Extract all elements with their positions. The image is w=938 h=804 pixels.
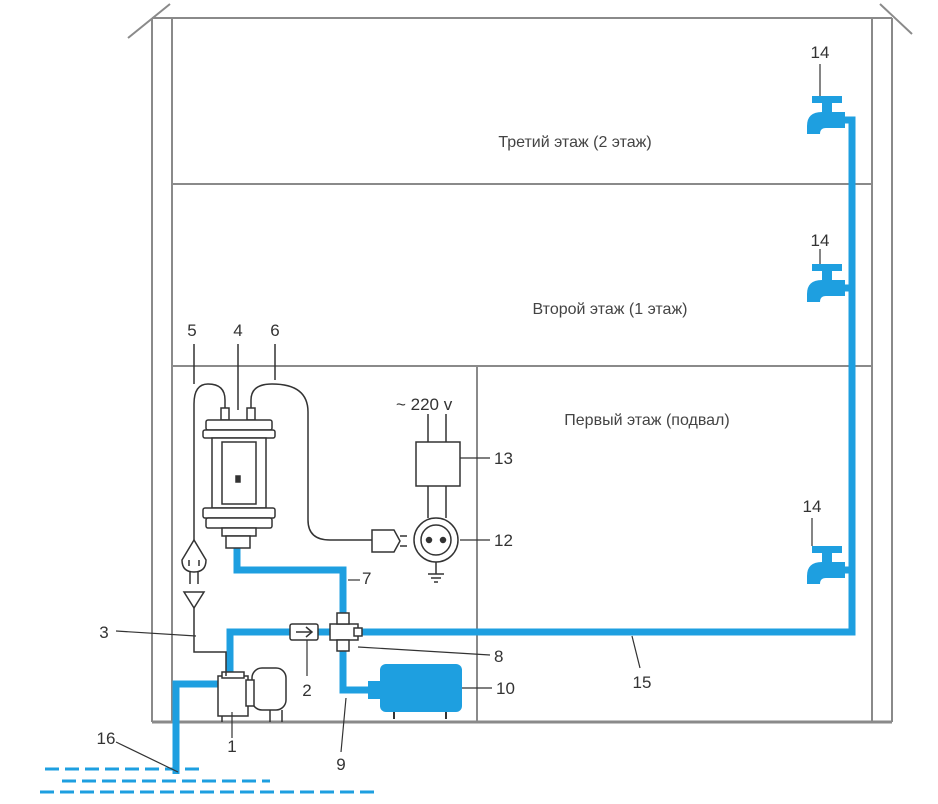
hydro-accumulator-icon: [368, 664, 462, 719]
electrical-wires: [193, 344, 447, 676]
water-source: [40, 767, 375, 794]
check-valve-icon: [289, 623, 319, 641]
tap-middle-icon: [807, 264, 845, 302]
socket-icon: [413, 517, 459, 583]
callout-7: 7: [362, 569, 371, 588]
callout-10: 10: [496, 679, 515, 698]
pressure-plug-icon: [181, 538, 207, 610]
cross-fitting-icon: [329, 612, 363, 652]
floor-label-third: Третий этаж (2 этаж): [498, 134, 651, 151]
tap-upper-icon: [807, 96, 845, 134]
callout-8: 8: [494, 647, 503, 666]
callout-13: 13: [494, 449, 513, 468]
control-tank-icon: [202, 407, 276, 549]
pump-outlet-pipe: [226, 628, 290, 676]
callout-16: 16: [97, 729, 116, 748]
callout-3: 3: [99, 623, 108, 642]
wire-3: [193, 600, 227, 676]
floor-label-first: Первый этаж (подвал): [564, 412, 729, 429]
voltage-label: ~ 220 v: [396, 395, 453, 414]
callout-1: 1: [227, 737, 236, 756]
plug-icon: [371, 529, 407, 553]
callout-14-middle: 14: [811, 231, 830, 250]
callout-4: 4: [233, 321, 242, 340]
callout-5: 5: [187, 321, 196, 340]
tap-lower-icon: [807, 546, 845, 584]
callout-12: 12: [494, 531, 513, 550]
callout-9: 9: [336, 755, 345, 774]
floor-label-second: Второй этаж (1 этаж): [533, 301, 688, 318]
relay-box-icon: [415, 441, 461, 487]
callout-6: 6: [270, 321, 279, 340]
callout-14-upper: 14: [811, 43, 830, 62]
callout-2: 2: [302, 681, 311, 700]
pump-icon: [217, 667, 287, 722]
wire-6: [250, 383, 372, 541]
roof-left: [127, 3, 171, 39]
leader-lines: [115, 64, 821, 773]
callout-15: 15: [633, 673, 652, 692]
house-structure: [127, 3, 913, 724]
pipe-9-to-accumulator: [339, 646, 372, 694]
intake-pipe: [172, 680, 222, 774]
wire-5: [193, 383, 226, 545]
callout-14-lower: 14: [803, 497, 822, 516]
roof-right: [879, 3, 913, 35]
pipe-7-to-tank: [233, 546, 347, 618]
